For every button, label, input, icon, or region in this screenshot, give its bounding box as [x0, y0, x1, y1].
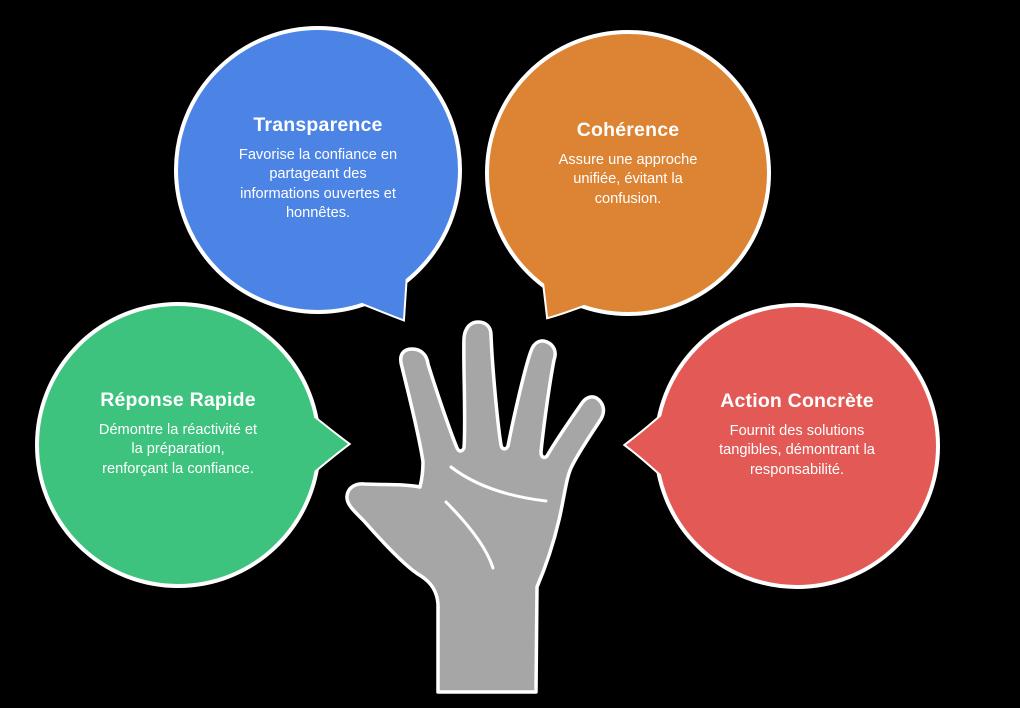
bubble-title: Cohérence [576, 119, 680, 141]
speech-bubble-transparence [174, 26, 462, 322]
bubble-title: Réponse Rapide [100, 389, 256, 411]
speech-bubble-action-concrete [622, 303, 940, 589]
bubble-text-action-concrete: Action Concrète Fournit des solutions ta… [672, 390, 922, 480]
open-hand-icon [345, 320, 606, 694]
bubble-title: Transparence [253, 114, 383, 136]
bubble-text-transparence: Transparence Favorise la confiance en pa… [193, 114, 443, 223]
speech-bubble-coherence [485, 30, 771, 320]
palm-line-bottom [444, 500, 495, 570]
speech-bubble-reponse-rapide [35, 302, 352, 588]
bubble-body: Démontre la réactivité et la préparation… [98, 422, 258, 477]
bubble-text-reponse-rapide: Réponse Rapide Démontre la réactivité et… [53, 389, 303, 479]
bubble-title: Action Concrète [720, 390, 874, 412]
bubble-text-coherence: Cohérence Assure une approche unifiée, é… [503, 119, 753, 209]
palm-line-top [449, 465, 548, 503]
bubble-body: Assure une approche unifiée, évitant la … [558, 152, 698, 207]
bubble-body: Fournit des solutions tangibles, démontr… [719, 423, 875, 478]
bubble-body: Favorise la confiance en partageant des … [238, 147, 398, 221]
